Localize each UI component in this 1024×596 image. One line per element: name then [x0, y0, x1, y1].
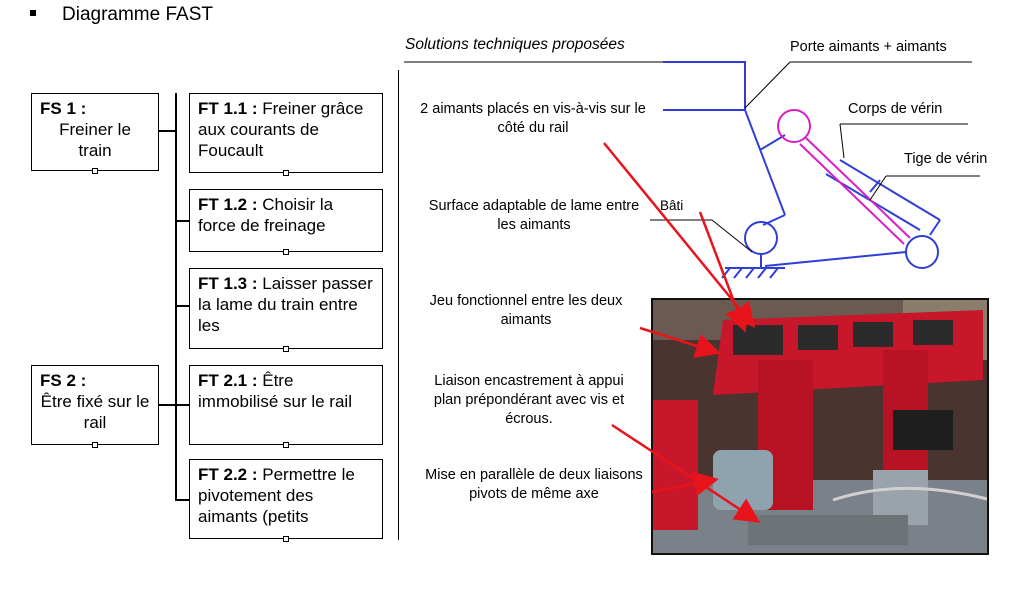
ft21-box: FT 2.1 : Être immobilisé sur le rail [189, 365, 383, 448]
ft22-code: FT 2.2 : [198, 465, 258, 484]
ft22-text: Permettre le pivotement des aimants (pet… [198, 465, 355, 526]
ft11-code: FT 1.1 : [198, 99, 258, 118]
verin-schematic [777, 109, 911, 245]
bullet [30, 10, 36, 16]
solution-label-2: Surface adaptable de lame entre les aima… [428, 198, 640, 233]
label-porte-aimants: Porte aimants + aimants [790, 39, 947, 55]
ft13-text: Laisser passer la lame du train entre le… [198, 274, 373, 335]
leader-lines [650, 61, 980, 253]
box-handle [283, 442, 289, 448]
ft22-box: FT 2.2 : Permettre le pivotement des aim… [189, 459, 383, 542]
fs2-code: FS 2 : [40, 371, 87, 390]
label-corps-verin: Corps de vérin [848, 101, 943, 117]
solutions-title: Solutions techniques proposées [405, 36, 625, 53]
tree-connector [175, 499, 189, 501]
box-handle [283, 170, 289, 176]
fs2-text: Être fixé sur le rail [40, 392, 150, 432]
label-bati: Bâti [660, 198, 684, 213]
mechanism-schematic [663, 61, 941, 279]
solution-label-1: 2 aimants placés en vis-à-vis sur le côt… [420, 101, 646, 136]
red-arrows [603, 142, 761, 523]
ft21-code: FT 2.1 : [198, 371, 258, 390]
page-heading: Diagramme FAST [62, 4, 213, 25]
ft13-box: FT 1.3 : Laisser passer la lame du train… [189, 268, 383, 352]
fs1-text: Freiner le train [59, 120, 131, 160]
ft12-text: Choisir la force de freinage [198, 195, 334, 235]
box-handle [92, 168, 98, 174]
tree-connector [159, 130, 175, 132]
box-handle [92, 442, 98, 448]
tree-connector [175, 93, 177, 499]
box-handle [283, 536, 289, 542]
ft21-text: Être immobilisé sur le rail [198, 371, 352, 411]
column-divider [398, 70, 399, 540]
fs2-box: FS 2 : Être fixé sur le rail [31, 365, 159, 448]
label-tige-verin: Tige de vérin [904, 151, 988, 167]
ft12-box: FT 1.2 : Choisir la force de freinage [189, 189, 383, 255]
tree-connector [159, 404, 189, 406]
fs1-code: FS 1 : [40, 99, 87, 118]
ft13-code: FT 1.3 : [198, 274, 258, 293]
fs1-box: FS 1 : Freiner le train [31, 93, 159, 174]
solution-label-5: Mise en parallèle de deux liaisons pivot… [425, 467, 643, 502]
tree-connector [175, 220, 189, 222]
ft12-code: FT 1.2 : [198, 195, 258, 214]
solution-label-4: Liaison encastrement à appui plan prépon… [433, 373, 625, 427]
box-handle [283, 346, 289, 352]
ft11-text: Freiner grâce aux courants de Foucault [198, 99, 364, 160]
brake-photo [651, 298, 989, 555]
box-handle [283, 249, 289, 255]
ft11-box: FT 1.1 : Freiner grâce aux courants de F… [189, 93, 383, 176]
tree-connector [175, 305, 189, 307]
solution-label-3: Jeu fonctionnel entre les deux aimants [429, 293, 623, 328]
